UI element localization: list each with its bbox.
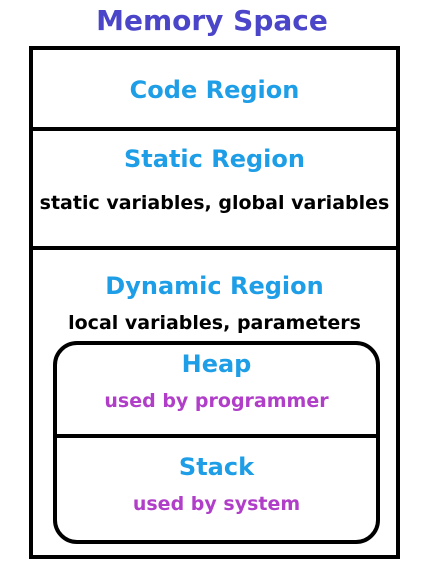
diagram-title: Memory Space	[96, 4, 328, 37]
static-region-title: Static Region	[124, 145, 305, 173]
dynamic-region-title: Dynamic Region	[105, 272, 324, 300]
stack-title: Stack	[178, 453, 255, 481]
dynamic-subregions-box: Heap used by programmer Stack used by sy…	[53, 341, 380, 544]
heap-description: used by programmer	[104, 390, 329, 412]
heap-title: Heap	[181, 350, 252, 378]
dynamic-region-description: local variables, parameters	[68, 312, 361, 334]
static-region-description: static variables, global variables	[39, 192, 390, 214]
stack-description: used by system	[132, 493, 301, 515]
memory-space-box: Code Region Static Region static variabl…	[29, 46, 400, 559]
heap-stack-divider	[57, 434, 376, 438]
static-dynamic-divider	[33, 246, 396, 250]
code-static-divider	[33, 127, 396, 131]
code-region-title: Code Region	[129, 76, 300, 104]
